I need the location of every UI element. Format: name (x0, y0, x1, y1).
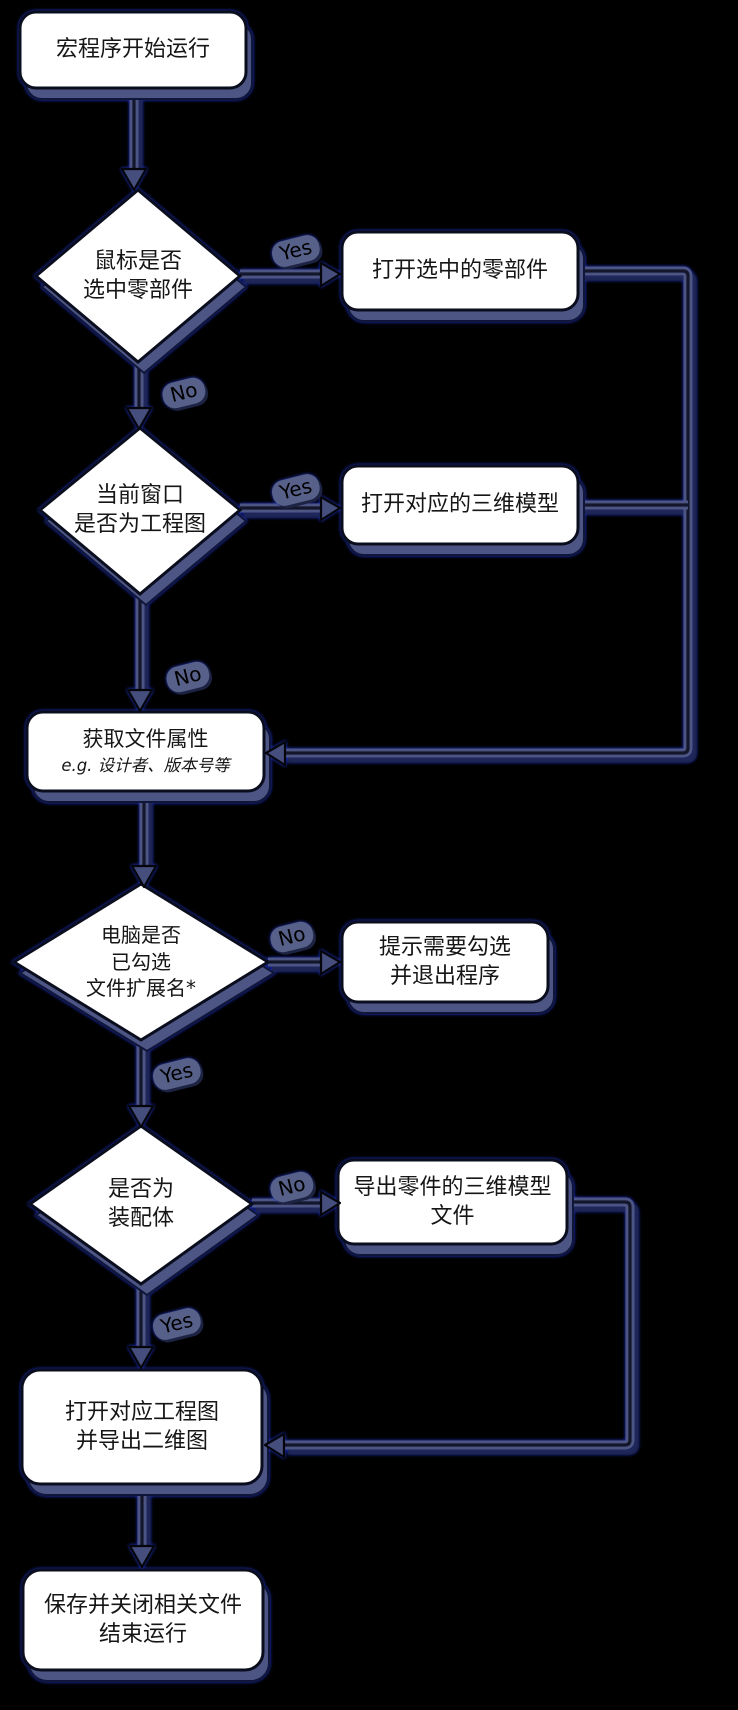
get-file-attrs-line1: 获取文件属性 (82, 726, 209, 751)
end-line1: 保存并关闭相关文件 (43, 1592, 242, 1618)
arrowhead-down-icon (130, 864, 158, 889)
node-open-selected-part: 打开选中的零部件 (342, 232, 578, 310)
node-end-shape (21, 1568, 265, 1672)
node-open-selected-part-shape (340, 230, 580, 312)
open-drawing-line2: 并导出二维图 (75, 1429, 208, 1454)
decision-mouse-line2: 选中零部件 (82, 278, 193, 303)
node-export-part-3d: 导出零件的三维模型 文件 (338, 1160, 567, 1244)
export-part-3d-line2: 文件 (430, 1204, 475, 1229)
node-decision-window-shape (37, 426, 243, 596)
node-open-drawing-export-2d-shape (20, 1368, 264, 1486)
arrowhead-down-icon (126, 688, 154, 713)
node-decision-extension-shape (11, 882, 271, 1042)
node-decision-assembly: 是否为 装配体 (46, 1160, 236, 1248)
node-get-file-attrs: 获取文件属性 e.g. 设计者、版本号等 (27, 712, 264, 791)
arrowhead-down-icon (128, 1544, 156, 1569)
arrowhead-down-icon (127, 1104, 155, 1129)
decision-assembly-line2: 装配体 (107, 1206, 174, 1231)
decision-assembly-line1: 是否为 (107, 1176, 174, 1202)
end-line2: 结束运行 (98, 1622, 187, 1647)
node-get-file-attrs-shape (25, 710, 266, 793)
open-3d-model-label: 打开对应的三维模型 (360, 492, 559, 518)
edge-export-3d-to-open-drawing (284, 1197, 635, 1450)
node-end: 保存并关闭相关文件 结束运行 (23, 1570, 263, 1670)
open-selected-part-label: 打开选中的零部件 (371, 258, 548, 284)
open-drawing-line1: 打开对应工程图 (64, 1399, 219, 1425)
arrowheads-layer (120, 167, 342, 1569)
arrowhead-right-icon (319, 261, 342, 288)
arrowhead-right-icon (319, 495, 342, 522)
edge-open-part-to-get-attrs (284, 266, 693, 758)
arrowhead-down-icon (127, 1345, 155, 1370)
node-open-3d-model-shape (340, 464, 580, 546)
node-decision-window: 当前窗口 是否为工程图 (45, 468, 235, 552)
decision-window-line1: 当前窗口 (95, 482, 184, 508)
arrowhead-down-icon (120, 167, 148, 192)
arrowhead-right-icon (319, 949, 342, 976)
decision-extension-line3: 文件扩展名* (86, 976, 196, 1001)
node-open-drawing-export-2d: 打开对应工程图 并导出二维图 (22, 1370, 262, 1484)
decision-extension-line1: 电脑是否 (101, 923, 181, 948)
get-file-attrs-note: e.g. 设计者、版本号等 (61, 756, 230, 776)
export-part-3d-line1: 导出零件的三维模型 (353, 1174, 552, 1200)
node-start-label: 宏程序开始运行 (55, 37, 210, 63)
node-prompt-exit: 提示需要勾选 并退出程序 (342, 922, 548, 1002)
node-decision-assembly-shape (27, 1124, 255, 1286)
arrowhead-left-icon (263, 1432, 286, 1459)
prompt-exit-line2: 并退出程序 (389, 964, 500, 989)
node-start-shape (18, 10, 248, 90)
node-decision-extension: 电脑是否 已勾选 文件扩展名* (46, 912, 236, 1012)
decision-extension-line2: 已勾选 (111, 949, 171, 974)
decision-mouse-line1: 鼠标是否 (93, 248, 182, 274)
arrowhead-left-icon (264, 740, 287, 767)
arrowhead-right-icon (319, 1190, 342, 1217)
node-start: 宏程序开始运行 (20, 12, 246, 88)
node-decision-mouse: 鼠标是否 选中零部件 (43, 232, 233, 320)
node-prompt-exit-shape (340, 920, 550, 1004)
node-decision-mouse-shape (33, 188, 243, 364)
decision-window-line2: 是否为工程图 (73, 512, 206, 537)
node-open-3d-model: 打开对应的三维模型 (342, 466, 578, 544)
prompt-exit-line1: 提示需要勾选 (378, 934, 511, 960)
arrowhead-down-icon (125, 406, 153, 431)
shapes-layer (11, 10, 580, 1672)
